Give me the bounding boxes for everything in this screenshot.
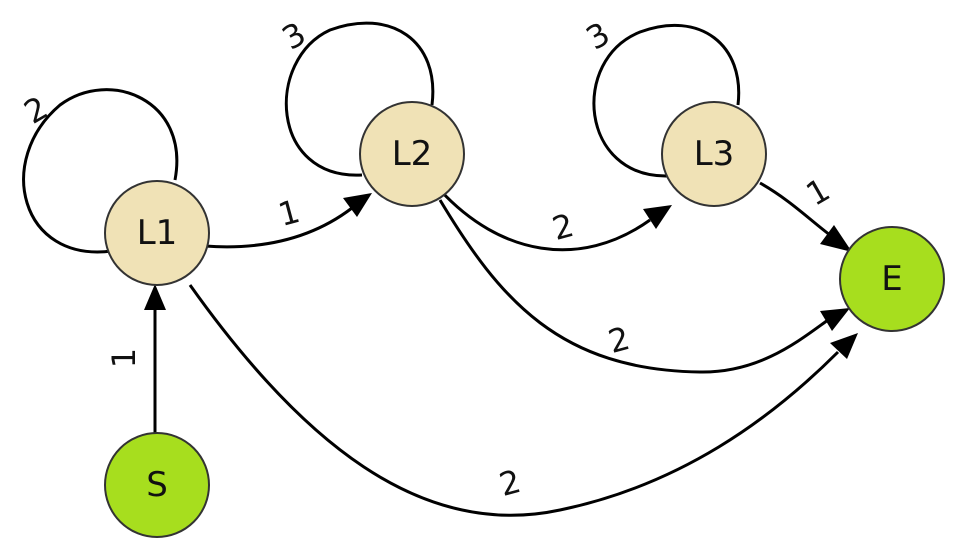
edge-label-s-l1: 1 [105, 348, 143, 368]
node-l2: L2 [359, 101, 465, 207]
edge-l2-e-arrowhead [820, 308, 850, 331]
node-e: E [839, 226, 945, 332]
node-l2-circle [359, 101, 465, 207]
node-l3-circle [661, 101, 767, 207]
node-l2-label: L2 [392, 134, 433, 174]
edge-l3-loop [592, 23, 741, 178]
edge-l2-e [438, 199, 829, 374]
node-s-circle [104, 432, 210, 538]
node-l1-label: L1 [137, 213, 178, 253]
edge-l1-e-arrowhead [830, 333, 858, 359]
edge-label-l2-e: 2 [604, 319, 634, 361]
edge-label-l1-e: 2 [495, 462, 525, 504]
edge-l2-l3 [438, 188, 651, 252]
edge-label-l3-e: 1 [800, 170, 837, 213]
node-s-label: S [146, 465, 168, 505]
edge-s-l1-arrowhead [144, 284, 166, 310]
edge-l1-e [188, 284, 840, 517]
node-l3-label: L3 [694, 134, 735, 174]
edge-l3-e-arrowhead [820, 225, 852, 252]
edge-l1-l2 [204, 206, 353, 249]
node-l1: L1 [104, 180, 210, 286]
node-l3: L3 [661, 101, 767, 207]
edge-l2-l3-arrowhead [643, 205, 672, 229]
edge-l2-loop [284, 21, 435, 177]
edge-label-l1-loop: 2 [18, 88, 55, 131]
edge-label-l2-loop: 3 [276, 14, 313, 57]
edge-label-l1-l2: 1 [274, 192, 304, 234]
edge-l3-e [759, 181, 831, 237]
edge-l1-loop [22, 88, 179, 254]
node-e-circle [839, 226, 945, 332]
edge-label-l2-l3: 2 [548, 206, 578, 248]
node-l1-circle [104, 180, 210, 286]
node-s: S [104, 432, 210, 538]
edge-l1-l2-arrowhead [343, 193, 372, 217]
node-e-label: E [881, 259, 902, 299]
